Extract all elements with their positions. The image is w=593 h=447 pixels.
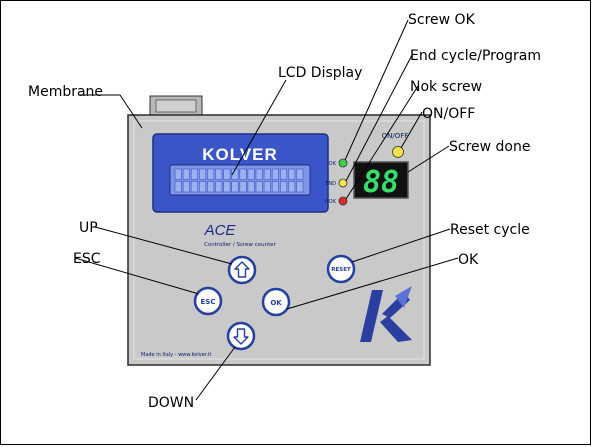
on-off-label: ON/OFF [382, 132, 409, 140]
lcd-cell [247, 168, 255, 180]
callout-membrane: Membrane [28, 84, 103, 100]
callout-nok-screw: Nok screw [410, 79, 482, 95]
lcd-cell [182, 181, 190, 193]
leader-end-cycle [345, 54, 413, 182]
callout-esc: ESC [73, 251, 101, 267]
leader-screw-done [407, 145, 450, 173]
status-leds: OK END NOK [325, 158, 348, 206]
led-end-cycle [338, 178, 348, 188]
screw-counter-display: 88 [353, 161, 409, 200]
lcd-cell [207, 181, 215, 193]
callout-on-off: ON/OFF [422, 106, 475, 122]
leader-down [195, 346, 236, 401]
kolver-k-logo [360, 286, 412, 342]
lcd-cell [199, 168, 207, 180]
leader-reset [351, 228, 451, 263]
screw-counter-value: 88 [363, 165, 399, 200]
lcd-cell [271, 168, 280, 180]
lcd-cell [247, 181, 255, 193]
connector-plug [149, 95, 203, 117]
lcd-cell [182, 168, 190, 180]
leader-nok-screw [345, 85, 419, 200]
leader-ok [286, 257, 459, 310]
callout-ok: OK [458, 252, 479, 268]
esc-button-label: ESC [201, 298, 216, 306]
callout-screw-done: Screw done [449, 139, 530, 155]
led-end-label: END [325, 181, 336, 187]
callout-reset-cycle: Reset cycle [450, 222, 530, 238]
model-subtitle: Controller / Screw counter [204, 242, 277, 248]
leader-up [94, 226, 233, 265]
lcd-cell [255, 168, 263, 180]
lcd-cell [215, 168, 223, 180]
callout-screw-ok: Screw OK [408, 12, 476, 28]
callout-down: DOWN [148, 395, 194, 411]
model-name: ACE [204, 222, 237, 239]
leader-membrane [80, 94, 143, 129]
up-button[interactable] [227, 255, 257, 285]
ok-button[interactable]: OK [261, 287, 291, 317]
ok-button-label: OK [270, 299, 282, 307]
callout-leaders [74, 19, 459, 401]
lcd-cell [239, 168, 247, 180]
lcd-cell [279, 181, 288, 193]
esc-button[interactable]: ESC [193, 286, 223, 316]
leader-esc [74, 257, 200, 295]
lcd-cell [288, 181, 296, 193]
lcd-cell [239, 181, 247, 193]
lcd-cell [263, 168, 271, 180]
footer-text: Made in Italy - www.kolver.it [141, 352, 211, 358]
lcd-cell [190, 168, 198, 180]
lcd-cell [288, 168, 296, 180]
lcd-cell [231, 181, 239, 193]
lcd-cell [207, 168, 215, 180]
callout-lcd-display: LCD Display [278, 65, 362, 81]
leader-screw-ok [344, 19, 409, 161]
lcd-cell [271, 181, 280, 193]
lcd-cell [174, 168, 182, 180]
lcd-character-cells [174, 168, 304, 193]
led-nok-label: NOK [325, 199, 337, 205]
brand-logo: KOLVER [202, 145, 278, 164]
leader-on-off [400, 111, 423, 149]
reset-button-label: RESET [331, 267, 351, 273]
lcd-cell [255, 181, 263, 193]
lcd-cell [279, 168, 288, 180]
lcd-cell [174, 181, 182, 193]
lcd-display: KOLVER [152, 133, 329, 213]
lcd-cell [199, 181, 207, 193]
lcd-cell [215, 181, 223, 193]
lcd-cell [190, 181, 198, 193]
led-on-off [392, 146, 404, 158]
led-screw-ok [338, 158, 348, 168]
callout-up: UP [79, 220, 98, 236]
lcd-cell [296, 181, 304, 193]
callout-end-cycle: End cycle/Program [410, 48, 541, 64]
led-nok-screw [338, 196, 348, 206]
arrow-down-icon [233, 328, 249, 345]
lcd-cell [263, 181, 271, 193]
leader-lcd [231, 79, 287, 176]
led-ok-label: OK [329, 161, 337, 167]
lcd-cell [223, 181, 231, 193]
arrow-up-icon [234, 261, 250, 278]
down-button[interactable] [226, 321, 256, 351]
lcd-cell [296, 168, 304, 180]
lcd-cell [223, 168, 231, 180]
reset-button[interactable]: RESET [326, 254, 356, 284]
